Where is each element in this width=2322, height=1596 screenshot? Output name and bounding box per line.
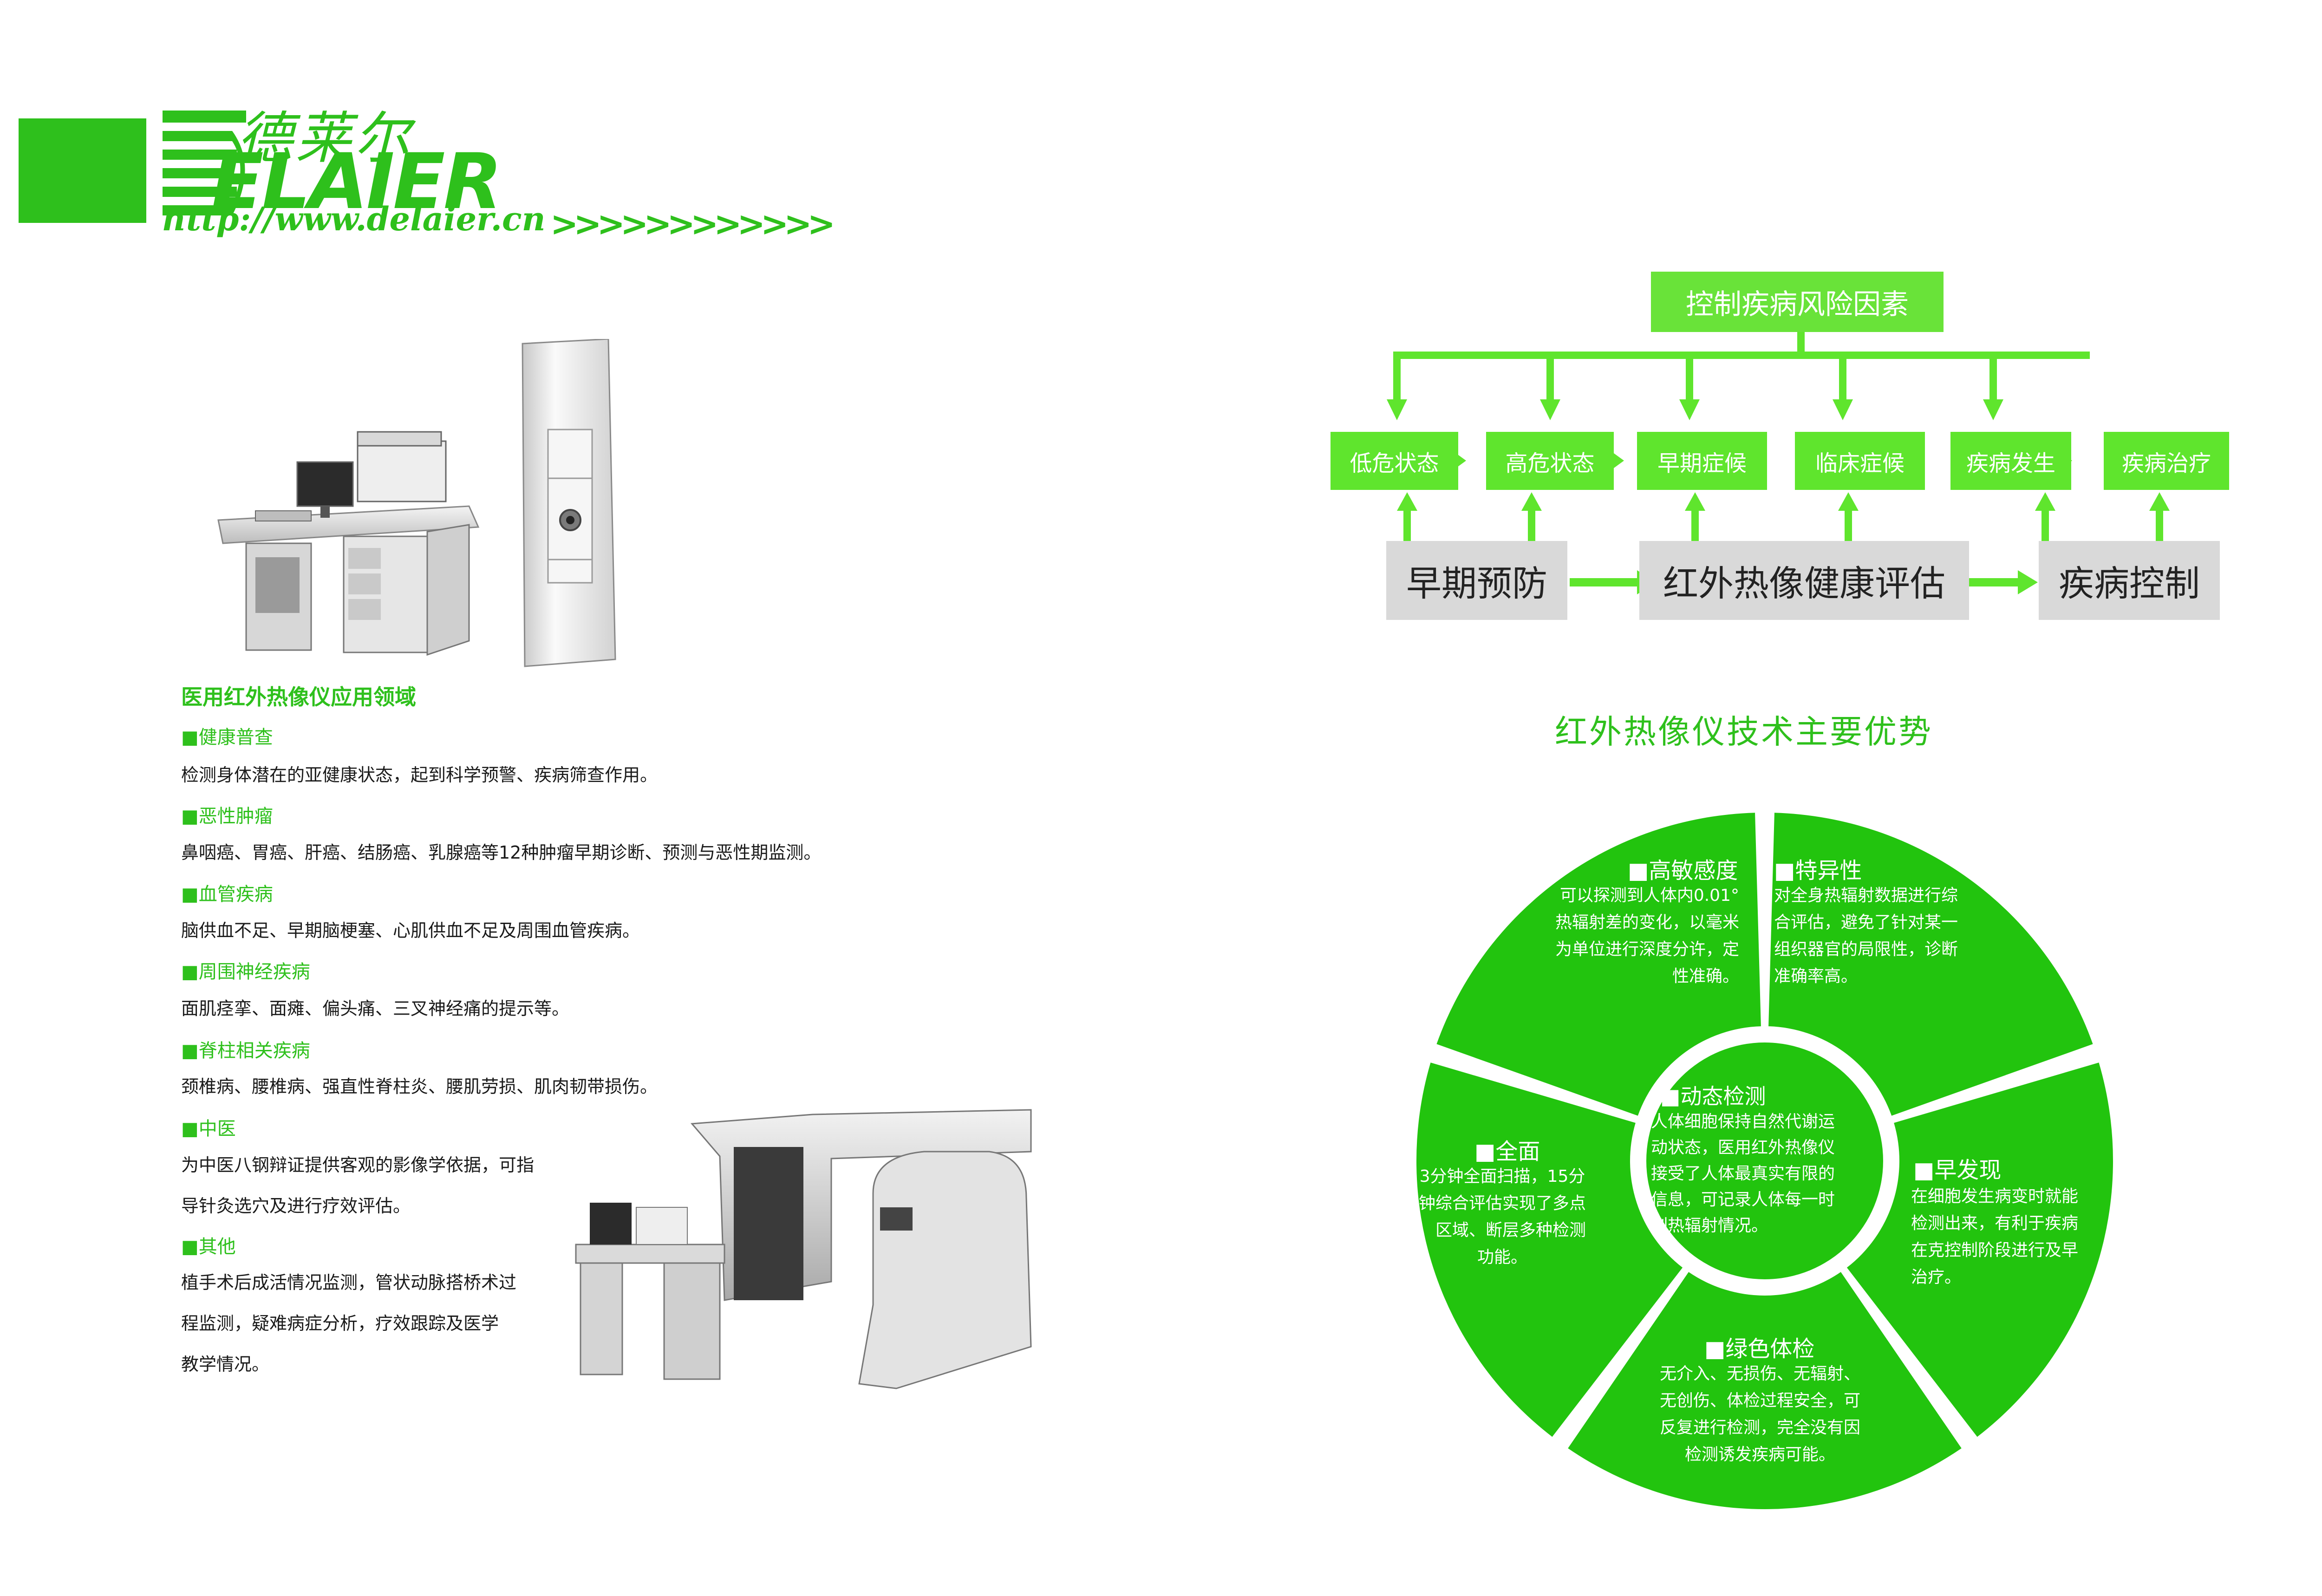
description-malignant-tumor: 鼻咽癌、胃癌、肝癌、结肠癌、乳腺癌等12种肿瘤早期诊断、预测与恶性期监测。 [181, 832, 821, 873]
seg-line: 组织器官的局限性，诊断 [1774, 940, 1958, 959]
seg-sensitivity-body: 可以探测到人体内0.01° 热辐射差的变化，以毫米 为单位进行深度分许，定 性准… [1516, 882, 1739, 990]
description-line: 程监测，疑难病症分析，疗效跟踪及医学 [181, 1313, 499, 1334]
seg-line: 准确率高。 [1774, 967, 1858, 986]
description-peripheral-nerve: 面肌痉挛、面瘫、偏头痛、三叉神经痛的提示等。 [181, 988, 569, 1029]
seg-green-title: ■绿色体检 [1704, 1336, 1815, 1362]
disease-control-box: 疾病控制 [2039, 541, 2220, 620]
stage-high-risk: 高危状态 [1486, 432, 1614, 490]
logo-green-block [19, 118, 146, 223]
center-line: 信息，可记录人体每一时 [1651, 1190, 1835, 1209]
flow-top-box: 控制疾病风险因素 [1651, 272, 1944, 332]
seg-sensitivity-title: ■高敏感度 [1628, 858, 1738, 884]
seg-specificity-title: ■特异性 [1774, 858, 1862, 884]
wheel-segment-green [1568, 1272, 1962, 1509]
description-line: 植手术后成活情况监测，管状动脉搭桥术过 [181, 1272, 517, 1293]
stage-clinical-symptoms: 临床症候 [1795, 432, 1925, 490]
seg-line: 3分钟全面扫描，15分 [1419, 1167, 1585, 1186]
seg-line: 对全身热辐射数据进行综 [1774, 886, 1958, 905]
description-line: 颈椎病、腰椎病、强直性脊柱炎、腰肌劳损、肌肉韧带损伤。 [181, 1076, 658, 1097]
description-vascular-disease: 脑供血不足、早期脑梗塞、心肌供血不足及周围血管疾病。 [181, 910, 640, 951]
seg-line: 为单位进行深度分许，定 [1555, 940, 1739, 959]
early-prevention-box: 早期预防 [1386, 541, 1567, 620]
seg-comprehensive-title: ■全面 [1474, 1139, 1540, 1165]
seg-line: 钟综合评估实现了多点 [1418, 1194, 1586, 1213]
workstation-image [209, 427, 488, 669]
description-spine: 颈椎病、腰椎病、强直性脊柱炎、腰肌劳损、肌肉韧带损伤。 [181, 1066, 658, 1107]
seg-line: 、区域、断层多种检测 [1418, 1221, 1586, 1240]
center-line: 人体细胞保持自然代谢运 [1651, 1112, 1835, 1131]
center-line: 接受了人体最真实有限的 [1651, 1164, 1835, 1183]
seg-specificity-body: 对全身热辐射数据进行综 合评估，避免了针对某一 组织器官的局限性，诊断 准确率高… [1774, 882, 2006, 990]
seg-line: 在克控制阶段进行及早 [1911, 1241, 2079, 1260]
description-health-screening: 检测身体潜在的亚健康状态，起到科学预警、疾病筛查作用。 [181, 755, 658, 795]
logo-mark-icon [163, 111, 246, 215]
seg-line: 可以探测到人体内0.01° [1559, 886, 1739, 905]
seg-line: 检测出来，有利于疾病 [1911, 1214, 2079, 1233]
category-health-screening: ■健康普查 [181, 727, 273, 748]
description-other: 植手术后成活情况监测，管状动脉搭桥术过 程监测，疑难病症分析，疗效跟踪及医学 教… [181, 1262, 516, 1385]
center-line: 动状态，医用红外热像仪 [1651, 1138, 1835, 1157]
center-body: 人体细胞保持自然代谢运 动状态，医用红外热像仪 接受了人体最真实有限的 信息，可… [1651, 1109, 1865, 1239]
wheel-segment-specificity [1768, 813, 2093, 1116]
seg-line: 功能。 [1477, 1248, 1527, 1267]
stage-disease-treatment: 疾病治疗 [2104, 432, 2229, 490]
description-line: 导针灸选穴及进行疗效评估。 [181, 1196, 411, 1216]
seg-comprehensive-body: 3分钟全面扫描，15分 钟综合评估实现了多点 、区域、断层多种检测 功能。 [1402, 1163, 1602, 1271]
seg-line: 治疗。 [1911, 1268, 1962, 1287]
seg-green-body: 无介入、无损伤、无辐射、 无创伤、体检过程安全，可 反复进行检测，完全没有因 检… [1630, 1361, 1890, 1468]
seg-line: 检测诱发疾病可能。 [1684, 1445, 1835, 1464]
category-malignant-tumor: ■恶性肿瘤 [181, 806, 273, 827]
seg-line: 热辐射差的变化，以毫米 [1555, 913, 1739, 932]
wheel-segment-comprehensive [1416, 1062, 1683, 1437]
wheel-segment-sensitivity [1436, 813, 1761, 1116]
advantages-wheel [1416, 813, 2113, 1509]
seg-early-body: 在细胞发生病变时就能 检测出来，有利于疾病 在克控制阶段进行及早 治疗。 [1911, 1183, 2125, 1291]
chevron-decoration: >>>>>>>>>>>> [550, 204, 835, 243]
scanner-system-image [571, 1105, 1045, 1407]
wheel-center [1646, 1042, 1883, 1279]
seg-line: 性准确。 [1672, 967, 1739, 986]
description-line: 面肌痉挛、面瘫、偏头痛、三叉神经痛的提示等。 [181, 998, 570, 1019]
category-spine: ■脊柱相关疾病 [181, 1040, 310, 1062]
description-line: 教学情况。 [181, 1354, 270, 1375]
category-other: ■其他 [181, 1236, 236, 1257]
stage-disease-onset: 疾病发生 [1950, 432, 2071, 490]
category-peripheral-nerve: ■周围神经疾病 [181, 961, 310, 983]
center-line: 刻热辐射情况。 [1651, 1216, 1768, 1235]
advantages-title: 红外热像仪技术主要优势 [1555, 713, 1933, 751]
description-line: 为中医八钢辩证提供客观的影像学依据，可指 [181, 1155, 535, 1175]
description-line: 鼻咽癌、胃癌、肝癌、结肠癌、乳腺癌等12种肿瘤早期诊断、预测与恶性期监测。 [181, 842, 822, 863]
category-vascular-disease: ■血管疾病 [181, 884, 273, 905]
center-title: ■动态检测 [1660, 1084, 1766, 1109]
category-tcm: ■中医 [181, 1118, 236, 1140]
wheel-segment-early [1846, 1062, 2113, 1437]
logo-english-name: ELAIER [211, 137, 502, 226]
description-tcm: 为中医八钢辩证提供客观的影像学依据，可指 导针灸选穴及进行疗效评估。 [181, 1145, 534, 1226]
thermal-camera-tower-image [515, 339, 622, 669]
seg-line: 反复进行检测，完全没有因 [1659, 1418, 1860, 1437]
seg-line: 无介入、无损伤、无辐射、 [1659, 1364, 1860, 1383]
seg-line: 无创伤、体检过程安全，可 [1659, 1391, 1860, 1410]
website-url[interactable]: http://www.delaier.cn [163, 200, 546, 238]
logo-chinese-name: 德莱尔 [237, 106, 412, 171]
description-line: 脑供血不足、早期脑梗塞、心肌供血不足及周围血管疾病。 [181, 920, 640, 941]
stage-low-risk: 低危状态 [1331, 432, 1458, 490]
thermal-assessment-box: 红外热像健康评估 [1639, 541, 1969, 620]
description-line: 检测身体潜在的亚健康状态，起到科学预警、疾病筛查作用。 [181, 765, 658, 785]
seg-line: 在细胞发生病变时就能 [1911, 1187, 2079, 1206]
applications-title: 医用红外热像仪应用领域 [181, 684, 416, 710]
stage-early-symptoms: 早期症候 [1637, 432, 1767, 490]
seg-line: 合评估，避免了针对某一 [1774, 913, 1958, 932]
seg-early-title: ■早发现 [1913, 1157, 2002, 1183]
